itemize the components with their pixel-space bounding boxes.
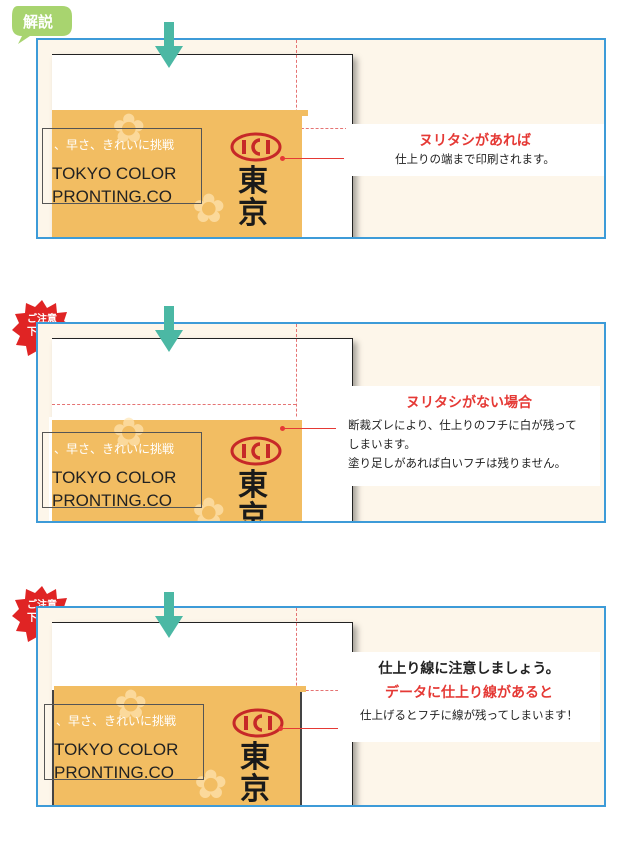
- sakura-pattern: ✿: [114, 682, 148, 728]
- callout-body-line3: 塗り足しがあれば白いフチは残りません。: [348, 456, 567, 470]
- card-company-line1: TOKYO COLOR: [52, 164, 177, 183]
- card-company-line1: TOKYO COLOR: [54, 740, 179, 759]
- panel-with-bleed: ✿ ✿ 、早さ、きれいに挑戦 TOKYO COLOR PRONTING.CO 東…: [36, 38, 606, 239]
- bleed-area: [52, 110, 308, 116]
- caution-badge-line1: ご注意: [27, 314, 57, 325]
- callout-body-line2: しまいます。: [348, 437, 416, 451]
- down-arrow-icon: [155, 592, 183, 638]
- callout-box: ヌリタシがあれば 仕上りの端まで印刷されます。: [346, 124, 604, 176]
- callout-body: 仕上りの端まで印刷されます。: [395, 152, 555, 166]
- callout-heading: データに仕上り線があると: [385, 685, 553, 701]
- panel-trim-line-warning: ✿ ✿ 、早さ、きれいに挑戦 TOKYO COLOR PRONTING.CO 東…: [36, 606, 606, 807]
- card-company-line2: PRONTING.CO: [54, 763, 174, 782]
- business-card: ✿ ✿ 、早さ、きれいに挑戦 TOKYO COLOR PRONTING.CO 東…: [44, 682, 306, 807]
- card-text-frame: [44, 704, 204, 780]
- callout-box: ヌリタシがない場合 断裁ズレにより、仕上りのフチに白が残って しまいます。 塗り…: [338, 386, 600, 486]
- card-company-line2: PRONTING.CO: [52, 491, 172, 510]
- card-kanji: 東京: [238, 468, 268, 523]
- explanation-badge-label: 解説: [22, 13, 53, 31]
- business-card: ✿ ✿ 、早さ、きれいに挑戦 TOKYO COLOR PRONTING.CO 東…: [42, 410, 302, 523]
- callout-body-line1: 断裁ズレにより、仕上りのフチに白が残って: [348, 418, 577, 432]
- down-arrow-icon: [155, 306, 183, 352]
- trim-guide-horizontal: [52, 404, 296, 405]
- callout-heading: ヌリタシがない場合: [406, 395, 532, 411]
- down-arrow-icon: [155, 22, 183, 68]
- sakura-pattern: ✿: [194, 762, 228, 807]
- tcp-logo-icon: [230, 132, 282, 162]
- panel-without-bleed: ✿ ✿ 、早さ、きれいに挑戦 TOKYO COLOR PRONTING.CO 東…: [36, 322, 606, 523]
- sakura-pattern: ✿: [112, 410, 146, 456]
- trim-guide-horizontal: [296, 690, 348, 691]
- sakura-pattern: ✿: [192, 186, 226, 232]
- pointer-dot: [280, 426, 285, 431]
- card-company-line1: TOKYO COLOR: [52, 468, 177, 487]
- card-kanji: 東京: [238, 164, 268, 231]
- card-tagline: 、早さ、きれいに挑戦: [54, 442, 175, 456]
- card-company-line2: PRONTING.CO: [52, 187, 172, 206]
- card-text-frame: [42, 432, 202, 508]
- leader-line: [282, 728, 338, 729]
- card-text-frame: [42, 128, 202, 204]
- pointer-dot: [280, 156, 285, 161]
- pointer-dot: [278, 726, 283, 731]
- card-tagline: 、早さ、きれいに挑戦: [56, 714, 177, 728]
- leader-line: [284, 158, 344, 159]
- trim-guide-horizontal: [296, 128, 348, 129]
- card-kanji: 東京: [240, 740, 270, 807]
- callout-box: 仕上り線に注意しましょう。 データに仕上り線があると 仕上げるとフチに線が残って…: [338, 652, 600, 742]
- sakura-pattern: ✿: [192, 490, 226, 523]
- caution-badge-line1: ご注意: [18, 599, 66, 612]
- leader-line: [284, 428, 336, 429]
- callout-subheading: 仕上り線に注意しましょう。: [378, 661, 560, 677]
- sakura-pattern: ✿: [112, 106, 146, 152]
- business-card: ✿ ✿ 、早さ、きれいに挑戦 TOKYO COLOR PRONTING.CO 東…: [42, 106, 308, 237]
- explanation-badge-bubble: [12, 6, 72, 44]
- card-tagline: 、早さ、きれいに挑戦: [54, 138, 175, 152]
- callout-heading: ヌリタシがあれば: [419, 133, 531, 149]
- tcp-logo-icon: [232, 708, 284, 738]
- callout-body: 仕上げるとフチに線が残ってしまいます！: [360, 708, 578, 722]
- tcp-logo-icon: [230, 436, 282, 466]
- bleed-area: [54, 686, 306, 692]
